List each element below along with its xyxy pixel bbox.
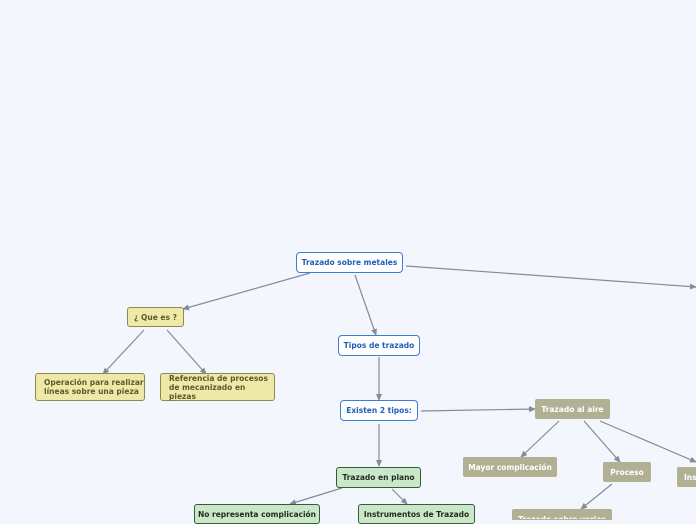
edge-plano-norep: [289, 487, 343, 506]
node-que-es[interactable]: ¿ Que es ?: [127, 307, 184, 327]
edge-root-queres: [182, 272, 311, 311]
node-tipos-de-trazado[interactable]: Tipos de trazado: [338, 335, 420, 356]
node-mayor-complicacion[interactable]: Mayor complicación: [463, 457, 557, 477]
edge-existen-aire: [420, 406, 536, 413]
edge-queres-referencia: [166, 329, 207, 375]
node-definicion[interactable]: Operación para realizar líneas sobre una…: [35, 373, 145, 401]
edge-queres-definicion: [102, 329, 145, 375]
edge-aire-proceso: [583, 420, 621, 463]
node-no-representa-complicacion[interactable]: No representa complicación: [194, 504, 320, 524]
edge-root-offscreen: [405, 265, 696, 290]
node-ins-partial[interactable]: Ins: [677, 467, 696, 487]
edge-proceso-varias: [580, 483, 613, 510]
node-trazado-sobre-metales[interactable]: Trazado sobre metales: [296, 252, 403, 273]
node-instrumentos-de-trazado[interactable]: Instrumentos de Trazado: [358, 504, 475, 524]
node-referencia[interactable]: Referencia de procesos de mecanizado en …: [160, 373, 275, 401]
node-trazado-al-aire[interactable]: Trazado al aire: [535, 399, 610, 419]
edge-aire-ins: [599, 420, 696, 463]
node-trazado-sobre-varias[interactable]: Trazado sobre varias: [512, 509, 612, 520]
edge-root-tipos: [354, 274, 377, 336]
edge-aire-mayor: [520, 420, 560, 458]
node-existen-2-tipos[interactable]: Existen 2 tipos:: [340, 400, 418, 421]
edge-plano-instr: [391, 488, 408, 505]
node-proceso[interactable]: Proceso: [603, 462, 651, 482]
node-trazado-en-plano[interactable]: Trazado en plano: [336, 467, 421, 488]
